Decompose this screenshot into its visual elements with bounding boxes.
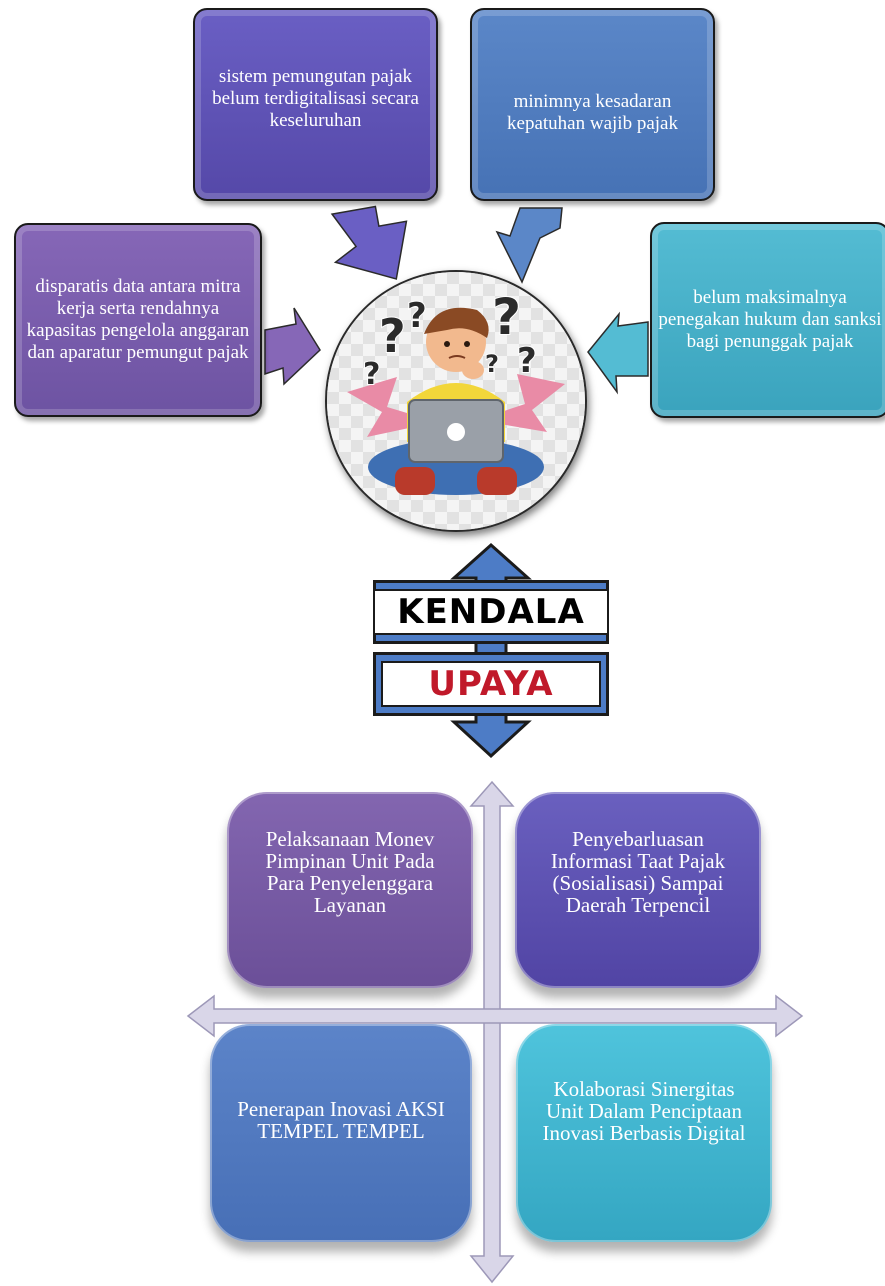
svg-text:?: ?: [363, 357, 380, 392]
kendala-label: KENDALA: [373, 580, 609, 644]
upaya-text-inovasi: Penerapan Inovasi AKSI TEMPEL TEMPEL: [237, 1097, 445, 1144]
kendala-text-digitalization: sistem pemungutan pajak belum terdigital…: [212, 66, 419, 131]
upaya-tile-sosialisasi: Penyebarluasan Informasi Taat Pajak (Sos…: [515, 792, 761, 988]
arrow-from-top-left: [330, 205, 408, 280]
upaya-text-kolaborasi: Kolaborasi Sinergitas Unit Dalam Pencipt…: [542, 1077, 746, 1146]
upaya-label: UPAYA: [373, 652, 609, 716]
upaya-label-text: UPAYA: [381, 661, 601, 707]
confused-person-icon: ? ? ? ? ? ?: [325, 270, 587, 532]
svg-text:?: ?: [492, 288, 521, 346]
horizontal-axis-arrow: [186, 994, 804, 1038]
upaya-tile-inovasi: Penerapan Inovasi AKSI TEMPEL TEMPEL: [210, 1024, 472, 1242]
svg-text:?: ?: [379, 309, 406, 363]
upaya-tile-kolaborasi: Kolaborasi Sinergitas Unit Dalam Pencipt…: [516, 1024, 772, 1242]
kendala-box-digitalization: sistem pemungutan pajak belum terdigital…: [193, 8, 438, 201]
kendala-text-law-enforcement: belum maksimalnya penegakan hukum dan sa…: [658, 287, 882, 352]
kendala-box-data-disparity: disparatis data antara mitra kerja serta…: [14, 223, 262, 417]
arrow-from-top-right: [495, 207, 563, 284]
double-arrow-kendala-upaya: [450, 542, 532, 759]
upaya-text-monev: Pelaksanaan Monev Pimpinan Unit Pada Par…: [265, 827, 435, 918]
kendala-box-law-enforcement: belum maksimalnya penegakan hukum dan sa…: [650, 222, 885, 418]
arrow-from-left: [264, 307, 321, 386]
kendala-text-awareness: minimnya kesadaran kepatuhan wajib pajak: [507, 91, 678, 134]
arrow-from-right: [587, 311, 649, 395]
upaya-tile-monev: Pelaksanaan Monev Pimpinan Unit Pada Par…: [227, 792, 473, 988]
kendala-box-awareness: minimnya kesadaran kepatuhan wajib pajak: [470, 8, 715, 201]
svg-text:?: ?: [485, 350, 499, 378]
vertical-axis-arrow: [469, 780, 515, 1284]
upaya-text-sosialisasi: Penyebarluasan Informasi Taat Pajak (Sos…: [550, 827, 726, 918]
kendala-text-data-disparity: disparatis data antara mitra kerja serta…: [26, 276, 250, 363]
svg-text:?: ?: [407, 296, 427, 336]
kendala-label-text: KENDALA: [373, 589, 609, 635]
svg-text:?: ?: [517, 341, 537, 381]
